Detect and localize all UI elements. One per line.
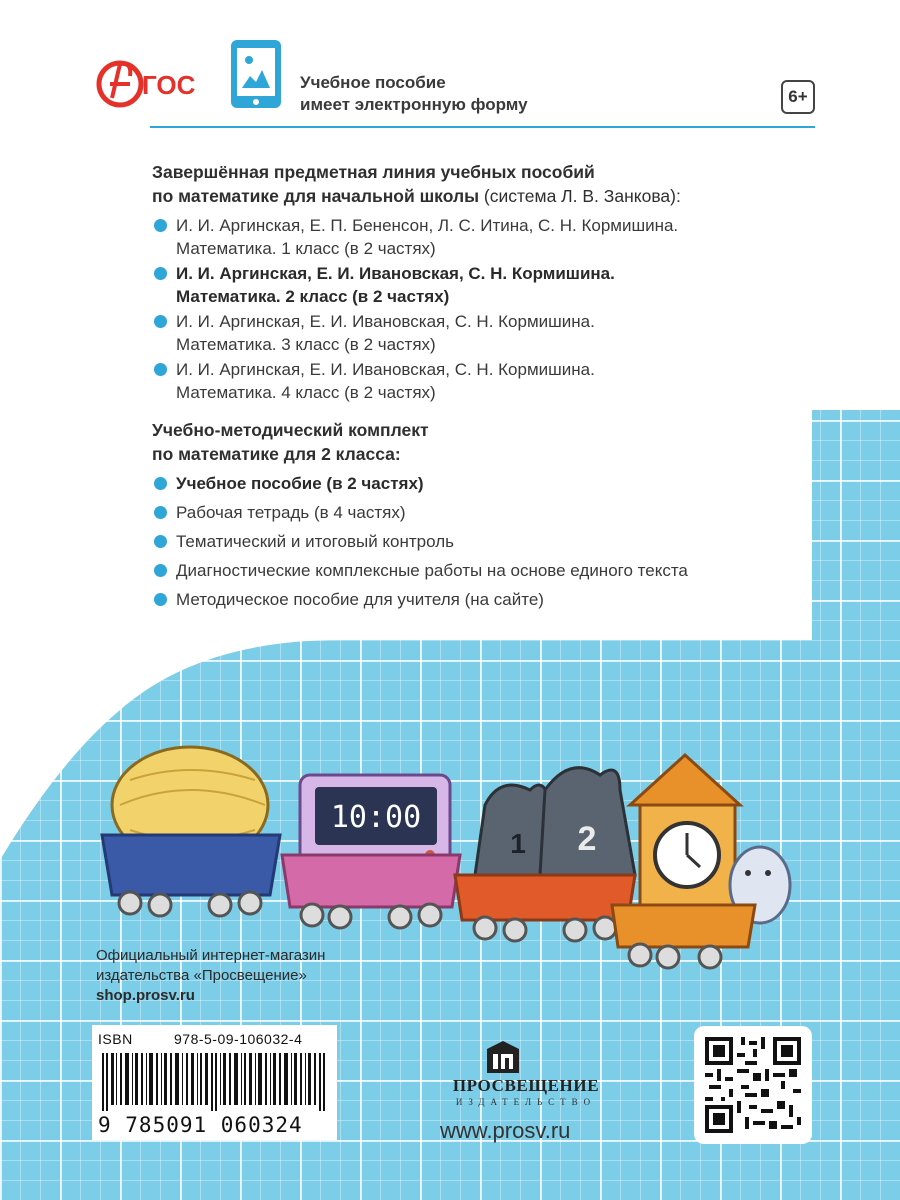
publisher-logo-icon — [487, 1041, 519, 1073]
publisher-name: ПРОСВЕЩЕНИЕ — [452, 1076, 600, 1095]
shop-info: Официальный интернет-магазин издательств… — [96, 947, 326, 1004]
shop-url[interactable]: shop.prosv.ru — [96, 987, 195, 1004]
publisher-subtitle: ИЗДАТЕЛЬСТВО — [455, 1097, 597, 1107]
bullet-icon — [154, 315, 167, 328]
list-item: Методическое пособие для учителя (на сай… — [152, 588, 812, 611]
qr-code-icon — [705, 1037, 801, 1133]
wagon-weights: 1 2 — [453, 766, 637, 943]
barcode-bars — [102, 1053, 325, 1111]
list-item: Диагностические комплексные работы на ос… — [152, 559, 812, 582]
kit-section-list: Учебное пособие (в 2 частях) Рабочая тет… — [152, 472, 812, 611]
publisher-url[interactable]: www.prosv.ru — [440, 1118, 571, 1143]
list-item: И. И. Аргинская, Е. И. Ивановская, С. Н.… — [152, 358, 812, 404]
list-item: И. И. Аргинская, Е. П. Бененсон, Л. С. И… — [152, 214, 812, 260]
age-rating-badge: 6+ — [781, 80, 815, 114]
tablet-icon — [231, 40, 281, 108]
line-section-list: И. И. Аргинская, Е. П. Бененсон, Л. С. И… — [152, 214, 812, 404]
fgos-logo-icon: ГОС — [96, 60, 196, 108]
line-section-heading: Завершённая предметная линия учебных пос… — [152, 162, 681, 206]
bullet-icon — [154, 363, 167, 376]
electronic-form-note: Учебное пособие имеет электронную форму — [300, 72, 528, 116]
bullet-icon — [154, 564, 167, 577]
bullet-icon — [154, 535, 167, 548]
qr-code[interactable] — [694, 1026, 812, 1144]
wagon-melon — [100, 745, 282, 918]
list-item: И. И. Аргинская, Е. И. Ивановская, С. Н.… — [152, 262, 812, 308]
isbn-number: 978-5-09-106032-4 — [174, 1031, 303, 1047]
eform-line1: Учебное пособие — [300, 73, 446, 92]
fgos-logo-text: ГОС — [142, 70, 196, 100]
bullet-icon — [154, 267, 167, 280]
bullet-icon — [154, 219, 167, 232]
bullet-icon — [154, 506, 167, 519]
book-info: Завершённая предметная линия учебных пос… — [152, 160, 812, 617]
list-item: Рабочая тетрадь (в 4 частях) — [152, 501, 812, 524]
isbn-label: ISBN — [98, 1031, 133, 1047]
wagon-alarm-clock: 10:00 — [280, 773, 462, 930]
barcode-digits: 9 785091 060324 — [98, 1113, 303, 1137]
isbn-barcode: ISBN 978-5-09-106032-4 — [92, 1025, 337, 1140]
clock-display: 10:00 — [331, 800, 421, 835]
bullet-icon — [154, 477, 167, 490]
list-item: И. И. Аргинская, Е. И. Ивановская, С. Н.… — [152, 310, 812, 356]
eform-line2: имеет электронную форму — [300, 95, 528, 114]
weight-2-label: 2 — [578, 820, 597, 858]
bullet-icon — [154, 593, 167, 606]
list-item: Учебное пособие (в 2 частях) — [152, 472, 812, 495]
kit-section-heading: Учебно-методический комплект по математи… — [152, 420, 429, 464]
wagon-cuckoo-clock — [610, 752, 792, 970]
weight-1-label: 1 — [510, 828, 526, 859]
header-divider — [150, 126, 815, 128]
train-illustration: 10:00 1 2 — [100, 745, 792, 970]
list-item: Тематический и итоговый контроль — [152, 530, 812, 553]
